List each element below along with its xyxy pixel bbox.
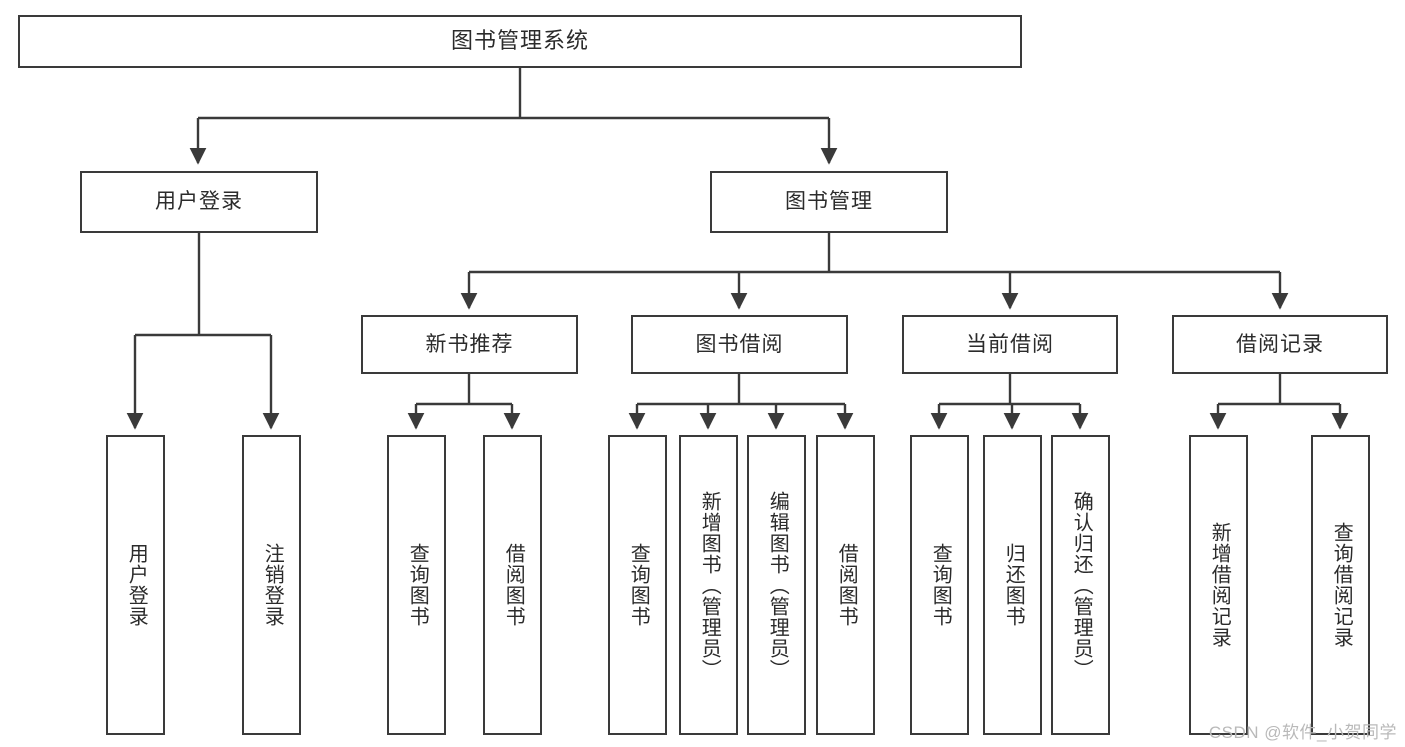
node-current-borrow-label: 当前借阅 — [966, 332, 1054, 356]
node-leaf-query-book-3[interactable]: 查询图书 — [910, 435, 969, 735]
node-leaf-user-login-label: 用户登录 — [125, 543, 148, 627]
node-leaf-add-record-label: 新增借阅记录 — [1208, 522, 1231, 648]
node-leaf-query-record[interactable]: 查询借阅记录 — [1311, 435, 1370, 735]
node-book-manage-label: 图书管理 — [785, 190, 873, 214]
node-leaf-query-book-2-label: 查询图书 — [627, 543, 650, 627]
csdn-watermark: CSDN @软件_小贺同学 — [1208, 723, 1397, 742]
node-leaf-return-book-label: 归还图书 — [1002, 543, 1025, 627]
node-leaf-confirm-return[interactable]: 确认归还（管理员） — [1051, 435, 1110, 735]
node-leaf-add-book[interactable]: 新增图书（管理员） — [679, 435, 738, 735]
node-leaf-user-login[interactable]: 用户登录 — [106, 435, 165, 735]
node-leaf-query-book-1[interactable]: 查询图书 — [387, 435, 446, 735]
node-new-book-rec[interactable]: 新书推荐 — [361, 315, 578, 374]
node-book-borrow[interactable]: 图书借阅 — [631, 315, 848, 374]
node-leaf-borrow-book-2[interactable]: 借阅图书 — [816, 435, 875, 735]
node-user-login-label: 用户登录 — [155, 190, 243, 214]
node-book-manage[interactable]: 图书管理 — [710, 171, 948, 233]
node-leaf-borrow-book-1[interactable]: 借阅图书 — [483, 435, 542, 735]
node-leaf-logout-label: 注销登录 — [261, 543, 284, 627]
node-leaf-return-book[interactable]: 归还图书 — [983, 435, 1042, 735]
node-book-borrow-label: 图书借阅 — [695, 332, 784, 356]
node-root[interactable]: 图书管理系统 — [18, 15, 1022, 68]
node-borrow-record[interactable]: 借阅记录 — [1172, 315, 1388, 374]
node-leaf-edit-book[interactable]: 编辑图书（管理员） — [747, 435, 806, 735]
node-leaf-query-record-label: 查询借阅记录 — [1330, 522, 1353, 648]
node-leaf-borrow-book-2-label: 借阅图书 — [835, 543, 858, 627]
node-leaf-query-book-2[interactable]: 查询图书 — [608, 435, 667, 735]
node-user-login[interactable]: 用户登录 — [80, 171, 318, 233]
node-leaf-add-record[interactable]: 新增借阅记录 — [1189, 435, 1248, 735]
node-leaf-edit-book-label: 编辑图书（管理员） — [766, 490, 789, 680]
node-root-label: 图书管理系统 — [450, 28, 589, 54]
node-leaf-add-book-label: 新增图书（管理员） — [698, 490, 721, 680]
node-leaf-borrow-book-1-label: 借阅图书 — [502, 543, 525, 627]
node-leaf-logout[interactable]: 注销登录 — [242, 435, 301, 735]
node-borrow-record-label: 借阅记录 — [1236, 332, 1324, 356]
node-current-borrow[interactable]: 当前借阅 — [902, 315, 1118, 374]
node-leaf-query-book-3-label: 查询图书 — [929, 543, 952, 627]
node-leaf-query-book-1-label: 查询图书 — [406, 543, 429, 627]
node-new-book-rec-label: 新书推荐 — [425, 332, 514, 356]
node-leaf-confirm-return-label: 确认归还（管理员） — [1070, 490, 1093, 680]
